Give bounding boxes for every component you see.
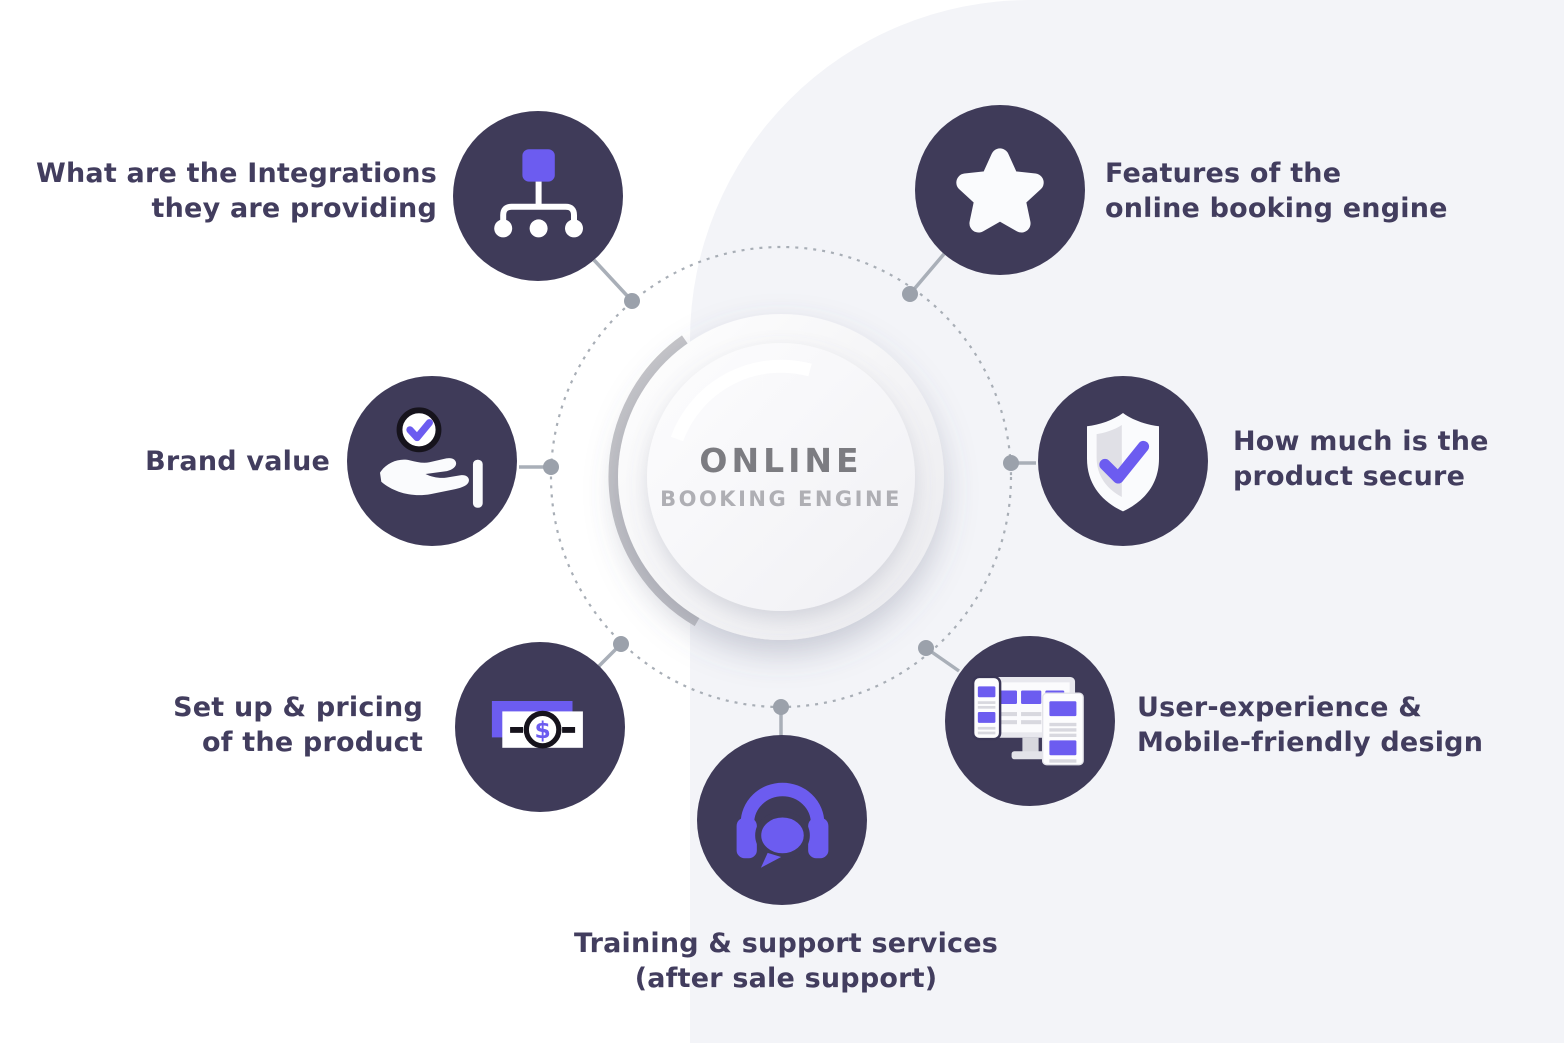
node-pricing: $	[455, 642, 625, 812]
label-ux: User-experience & Mobile-friendly design	[1137, 690, 1483, 760]
medallion-inner-circle	[647, 343, 915, 611]
medallion-highlight-arc	[670, 359, 812, 442]
center-medallion-text: ONLINE BOOKING ENGINE	[631, 441, 931, 511]
hand-check-icon	[380, 407, 483, 508]
node-integrations	[453, 111, 623, 281]
label-pricing-line2: of the product	[202, 727, 423, 758]
label-integrations-line2: they are providing	[151, 193, 437, 224]
label-brand-value-line1: Brand value	[145, 446, 330, 477]
star-icon	[956, 148, 1044, 233]
label-features-line2: online booking engine	[1105, 193, 1448, 224]
node-training	[697, 735, 867, 905]
svg-text:$: $	[534, 716, 550, 744]
center-title: ONLINE	[699, 441, 863, 480]
label-training-line2: (after sale support)	[634, 963, 938, 994]
node-secure	[1038, 376, 1208, 546]
label-secure: How much is the product secure	[1233, 424, 1489, 494]
devices-icon	[971, 675, 1084, 765]
label-secure-line2: product secure	[1233, 461, 1466, 492]
sitemap-icon	[494, 149, 583, 238]
node-ux	[945, 636, 1115, 806]
node-brand-value	[347, 376, 517, 546]
connector-dots	[543, 286, 1019, 715]
center-subtitle: BOOKING ENGINE	[660, 487, 902, 511]
label-pricing-line1: Set up & pricing	[173, 692, 423, 723]
label-features-line1: Features of the	[1105, 158, 1342, 189]
label-features: Features of the online booking engine	[1105, 156, 1448, 226]
label-pricing: Set up & pricing of the product	[123, 690, 423, 760]
label-ux-line2: Mobile-friendly design	[1137, 727, 1484, 758]
headset-chat-icon	[736, 782, 828, 868]
label-secure-line1: How much is the	[1233, 426, 1489, 457]
shield-check-icon	[1087, 413, 1159, 512]
money-icon: $	[491, 701, 583, 749]
label-training: Training & support services (after sale …	[536, 926, 1036, 996]
label-integrations: What are the Integrations they are provi…	[30, 156, 437, 226]
label-brand-value: Brand value	[30, 444, 330, 479]
node-features	[915, 105, 1085, 275]
label-ux-line1: User-experience &	[1137, 692, 1422, 723]
label-integrations-line1: What are the Integrations	[36, 158, 437, 189]
label-training-line1: Training & support services	[573, 928, 999, 959]
